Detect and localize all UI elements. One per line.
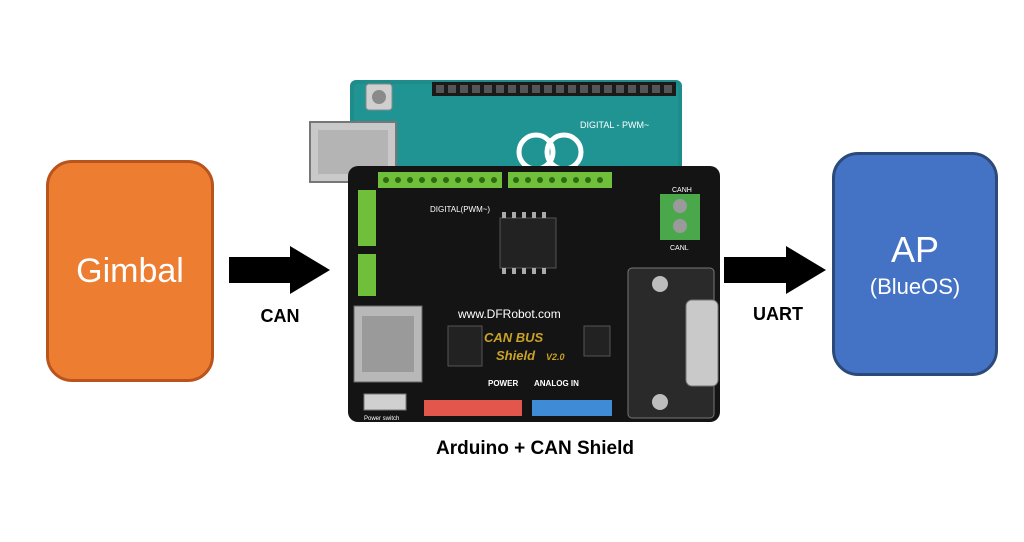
gimbal-node: Gimbal: [46, 160, 214, 382]
shield-title-2: Shield: [496, 348, 536, 363]
power-header-text: POWER: [488, 379, 518, 388]
ap-label: AP: [890, 229, 940, 270]
canl-label: CANL: [670, 245, 689, 252]
gimbal-label: Gimbal: [76, 251, 184, 290]
website-text: www.DFRobot.com: [457, 307, 561, 321]
uart-edge-label: UART: [753, 304, 803, 324]
shield-version: V2.0: [546, 352, 565, 362]
canh-label: CANH: [672, 187, 692, 194]
can-shield-illustration: CANH CANL www.DFRobot.com CAN BUS Shield…: [348, 166, 720, 422]
ap-sublabel: (BlueOS): [869, 274, 961, 299]
can-arrow: [229, 246, 330, 294]
uart-arrow: [724, 246, 826, 294]
shield-title-1: CAN BUS: [484, 330, 544, 345]
power-switch-text: Power switch: [364, 416, 399, 422]
arduino-digital-text: DIGITAL - PWM~: [580, 120, 649, 130]
ap-node: AP (BlueOS): [832, 152, 998, 376]
analog-header-text: ANALOG IN: [534, 379, 579, 388]
can-edge-label: CAN: [260, 306, 300, 326]
digital-header-text: DIGITAL(PWM~): [430, 205, 490, 214]
board-caption: Arduino + CAN Shield: [436, 438, 634, 459]
